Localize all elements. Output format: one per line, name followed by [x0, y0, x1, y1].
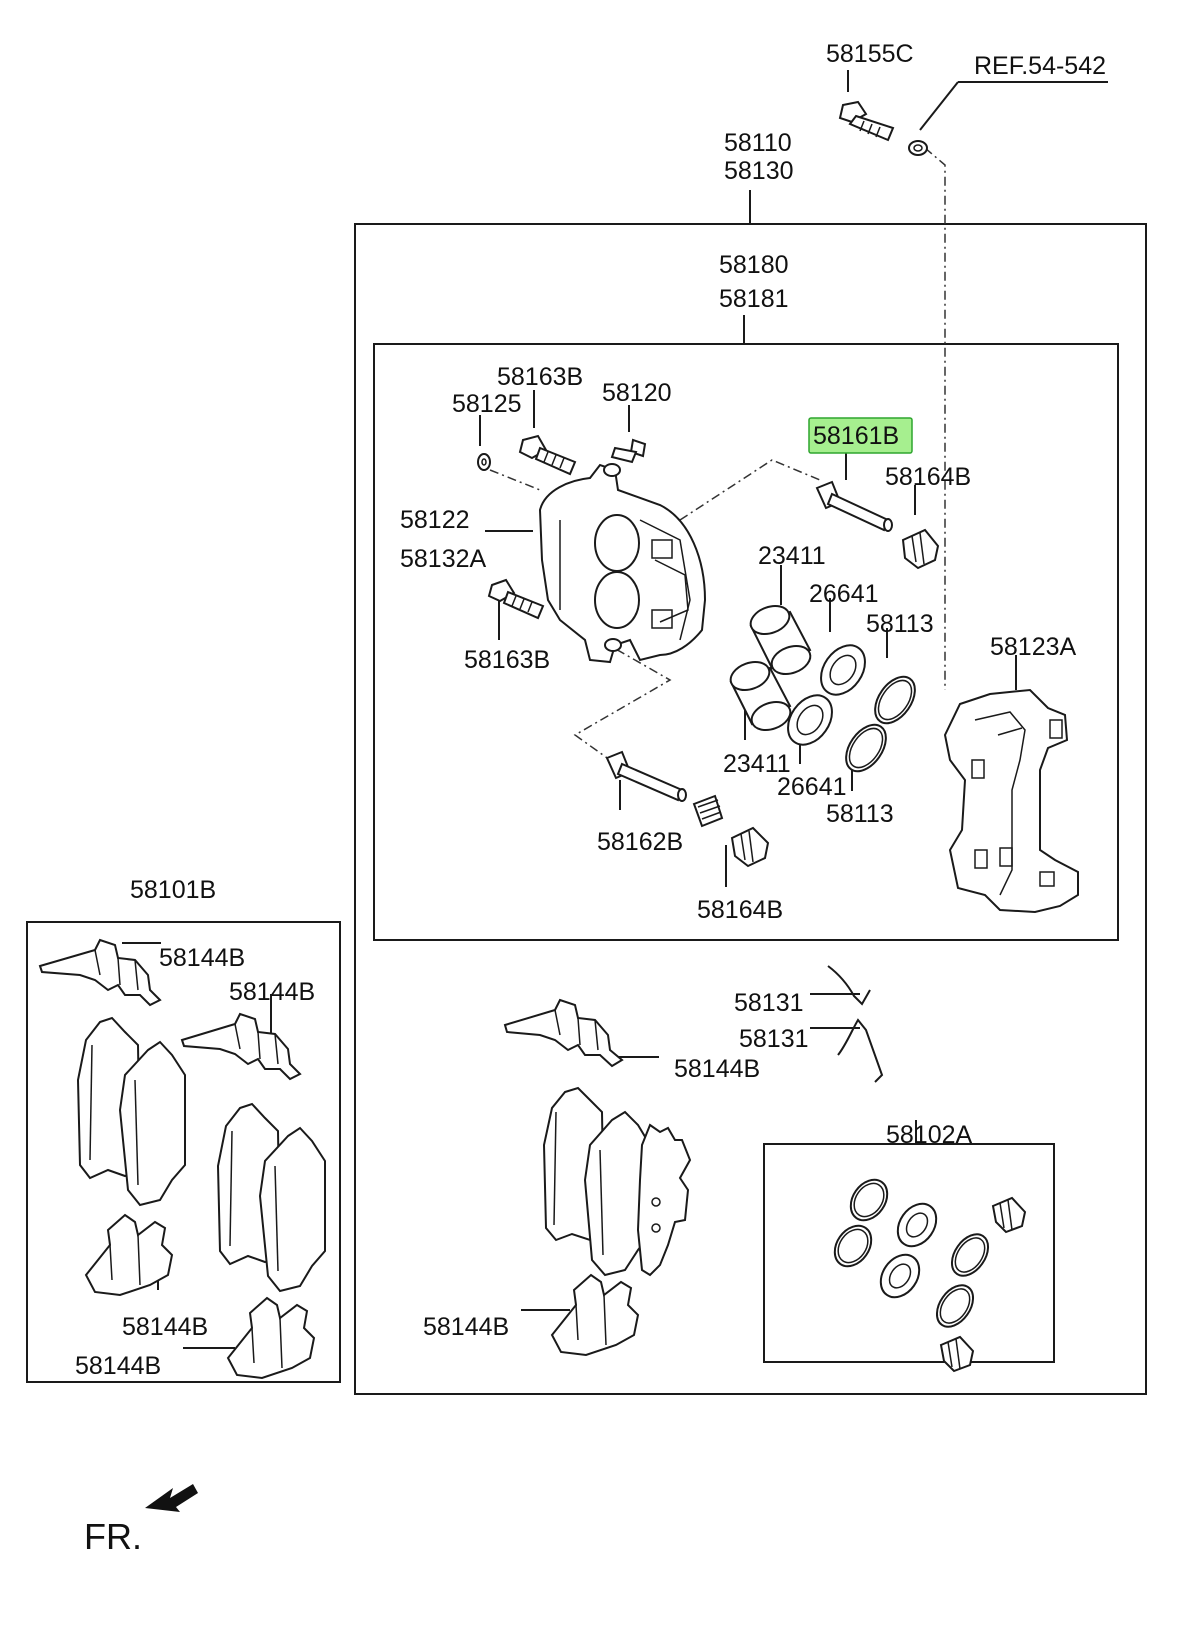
label-58131-b[interactable]: 58131 — [739, 1025, 809, 1053]
anti-rattle-spring-b-icon — [837, 1018, 884, 1083]
front-direction-arrow-icon — [145, 1484, 198, 1512]
label-ref-54-542[interactable]: REF.54-542 — [974, 52, 1106, 80]
pad-clip-l4-icon — [226, 1296, 316, 1380]
caliper-body-icon — [538, 463, 707, 664]
label-58144b-l3[interactable]: 58144B — [122, 1313, 208, 1341]
piston-top-icon — [749, 604, 812, 676]
label-23411-top[interactable]: 23411 — [758, 542, 826, 570]
ring-58113-bottom-icon — [845, 723, 887, 773]
brake-pad-l-inner-b-icon — [258, 1126, 326, 1293]
pad-clip-l1-icon — [38, 938, 162, 1007]
pad-shim-icon — [636, 1123, 692, 1277]
pad-clip-c1-icon — [503, 998, 624, 1068]
label-58164b-top[interactable]: 58164B — [885, 463, 971, 491]
label-58163b-top[interactable]: 58163B — [497, 363, 583, 391]
label-58163b-bottom[interactable]: 58163B — [464, 646, 550, 674]
brake-pad-l-inner-a-icon — [118, 1040, 186, 1207]
brake-pad-c-inner-icon — [583, 1110, 651, 1277]
bolt-58155c-icon — [838, 100, 895, 142]
caliper-bracket-icon — [943, 688, 1079, 914]
label-58131-a[interactable]: 58131 — [734, 989, 804, 1017]
bleeder-58120-icon — [610, 438, 647, 464]
label-fr: FR. — [84, 1516, 142, 1557]
label-58180[interactable]: 58180 — [719, 251, 789, 279]
label-58101b[interactable]: 58101B — [130, 876, 216, 904]
boot-58164b-bottom-icon — [730, 826, 770, 868]
washer-icon — [908, 140, 928, 156]
assembly-centerlines — [489, 147, 946, 761]
label-58144b-l4[interactable]: 58144B — [75, 1352, 161, 1380]
label-23411-bottom[interactable]: 23411 — [723, 750, 791, 778]
label-58120[interactable]: 58120 — [602, 379, 672, 407]
label-58123a[interactable]: 58123A — [990, 633, 1077, 661]
seal-26641-top-icon — [820, 644, 866, 696]
label-58181[interactable]: 58181 — [719, 285, 789, 313]
pad-kit-frame — [26, 921, 341, 1383]
seal-kit-frame — [763, 1143, 1055, 1363]
pad-clip-l2-icon — [180, 1012, 302, 1081]
label-58144b-l2[interactable]: 58144B — [229, 978, 315, 1006]
seal-26641-bottom-icon — [787, 694, 833, 746]
bolt-58163b-top-icon — [518, 434, 577, 476]
guide-pin-58162b-icon — [605, 750, 687, 802]
label-58113-bottom[interactable]: 58113 — [826, 800, 894, 828]
label-58110[interactable]: 58110 — [724, 129, 792, 157]
bolt-58163b-bottom-icon — [487, 578, 545, 620]
seal-kit-items-icon — [833, 1178, 1027, 1373]
label-58161b[interactable]: 58161B — [813, 422, 899, 450]
callout-labels: 58155C REF.54-542 58110 58130 58180 5818… — [75, 40, 1106, 1557]
piston-bottom-icon — [729, 660, 792, 732]
label-58162b[interactable]: 58162B — [597, 828, 683, 856]
label-58144b-c1[interactable]: 58144B — [674, 1055, 760, 1083]
guide-pin-58161b-icon — [815, 480, 893, 532]
label-58155c[interactable]: 58155C — [826, 40, 914, 68]
label-58125[interactable]: 58125 — [452, 390, 522, 418]
label-26641-bottom[interactable]: 26641 — [777, 773, 847, 801]
anti-rattle-spring-a-icon — [827, 965, 871, 1006]
label-58113-top[interactable]: 58113 — [866, 610, 934, 638]
highlighted-part-box — [808, 417, 913, 454]
label-26641-top[interactable]: 26641 — [809, 580, 879, 608]
label-58130[interactable]: 58130 — [724, 157, 794, 185]
spring-icon — [692, 794, 724, 828]
label-58144b-l1[interactable]: 58144B — [159, 944, 245, 972]
boot-58164b-top-icon — [901, 528, 940, 570]
label-58132a[interactable]: 58132A — [400, 545, 487, 573]
pad-clip-l3-icon — [84, 1213, 174, 1297]
caliper-housing-frame — [373, 343, 1119, 941]
ring-58113-top-icon — [874, 675, 916, 725]
label-58164b-bottom[interactable]: 58164B — [697, 896, 783, 924]
label-58122[interactable]: 58122 — [400, 506, 470, 534]
label-58102a[interactable]: 58102A — [886, 1121, 973, 1149]
pad-clip-c2-icon — [550, 1273, 640, 1357]
washer-58125-icon — [477, 453, 491, 471]
label-58144b-c2[interactable]: 58144B — [423, 1313, 509, 1341]
